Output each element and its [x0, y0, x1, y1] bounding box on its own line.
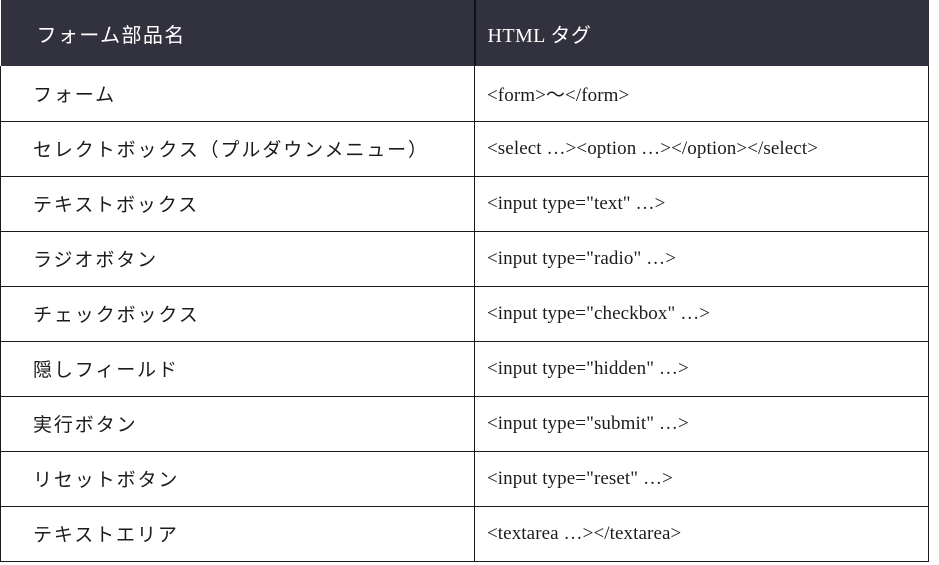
form-part-name-text: リセットボタン — [33, 470, 180, 491]
cell-form-part-name: チェックボックス — [0, 286, 475, 342]
html-tag-text: <input type="radio" …> — [487, 247, 677, 269]
html-tag-text: <input type="text" …> — [487, 192, 666, 214]
html-tag-text: <textarea …></textarea> — [487, 522, 682, 544]
cell-form-part-name: セレクトボックス（プルダウンメニュー） — [0, 121, 475, 177]
html-tag-text: <select …><option …></option></select> — [487, 137, 819, 159]
cell-form-part-name: 隠しフィールド — [0, 341, 475, 397]
table-row: テキストエリア <textarea …></textarea> — [0, 506, 929, 562]
cell-html-tag: <input type="checkbox" …> — [474, 286, 929, 342]
table-row: 隠しフィールド <input type="hidden" …> — [0, 341, 929, 397]
cell-html-tag: <input type="submit" …> — [474, 396, 929, 452]
column-header-form-part-name: フォーム部品名 — [36, 24, 186, 47]
html-tag-text: <input type="submit" …> — [487, 412, 689, 434]
cell-form-part-name: 実行ボタン — [0, 396, 475, 452]
cell-html-tag: <input type="text" …> — [474, 176, 929, 232]
html-tag-text: <input type="reset" …> — [487, 467, 673, 489]
html-tag-text: <input type="hidden" …> — [487, 357, 689, 379]
form-part-name-text: 隠しフィールド — [33, 360, 179, 381]
html-tag-text: <input type="checkbox" …> — [487, 302, 711, 324]
column-header-html-tag: HTML タグ — [473, 0, 929, 66]
cell-html-tag: <input type="radio" …> — [474, 231, 929, 287]
form-part-name-text: 実行ボタン — [33, 415, 138, 436]
form-part-name-text: フォーム — [33, 84, 117, 106]
form-part-name-text: チェックボックス — [33, 305, 200, 326]
cell-html-tag: <input type="hidden" …> — [474, 341, 929, 397]
table-body: フォーム <form>〜</form> セレクトボックス（プルダウンメニュー） <se… — [0, 66, 929, 562]
form-part-name-text: テキストボックス — [33, 195, 200, 216]
table-row: チェックボックス <input type="checkbox" …> — [0, 286, 929, 342]
cell-html-tag: <textarea …></textarea> — [474, 506, 929, 562]
cell-form-part-name: フォーム — [0, 66, 475, 122]
table-row: ラジオボタン <input type="radio" …> — [0, 231, 929, 287]
cell-html-tag: <select …><option …></option></select> — [474, 121, 929, 177]
table-row: 実行ボタン <input type="submit" …> — [0, 396, 929, 452]
form-part-name-text: テキストエリア — [33, 525, 179, 546]
table-row: テキストボックス <input type="text" …> — [0, 176, 929, 232]
cell-form-part-name: リセットボタン — [0, 451, 475, 507]
cell-html-tag: <input type="reset" …> — [474, 451, 929, 507]
table-row: セレクトボックス（プルダウンメニュー） <select …><option …><… — [0, 121, 929, 177]
cell-form-part-name: テキストエリア — [0, 506, 475, 562]
form-part-name-text: ラジオボタン — [33, 250, 159, 271]
table-header: フォーム部品名 HTML タグ — [0, 0, 929, 66]
form-part-name-text: セレクトボックス（プルダウンメニュー） — [33, 140, 429, 161]
cell-form-part-name: テキストボックス — [0, 176, 475, 232]
table-row: フォーム <form>〜</form> — [0, 66, 929, 122]
cell-form-part-name: ラジオボタン — [0, 231, 475, 287]
html-tag-text: <form>〜</form> — [487, 84, 630, 106]
cell-html-tag: <form>〜</form> — [474, 66, 929, 122]
table-row: リセットボタン <input type="reset" …> — [0, 451, 929, 507]
table-header-row: フォーム部品名 HTML タグ — [0, 0, 929, 66]
